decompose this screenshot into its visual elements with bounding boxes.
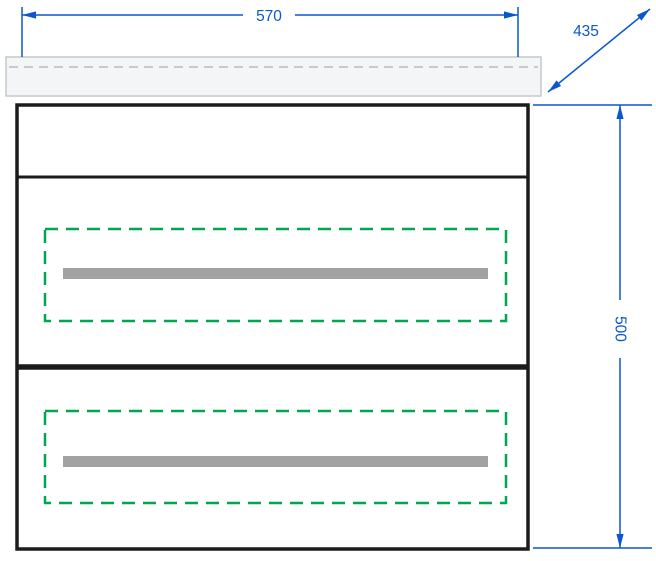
countertop-slab (5, 56, 542, 97)
drawer-handle-bottom (63, 456, 488, 467)
width-dimension-label: 570 (256, 8, 282, 25)
height-label-mask (610, 300, 630, 358)
countertop (5, 56, 542, 97)
drawer-bottom (43, 409, 508, 505)
height-dimension-label: 500 (612, 316, 629, 342)
height-dimension: 500 (533, 104, 652, 549)
drawer-top (43, 227, 508, 323)
cabinet-body (15, 103, 530, 551)
width-dimension: 570 (21, 5, 519, 57)
drawer-inner-outline-bottom (43, 409, 508, 505)
drawer-inner-outline-top (43, 227, 508, 323)
cabinet-outline (15, 103, 530, 551)
width-label-mask (243, 5, 295, 24)
depth-dimension: 435 (547, 8, 651, 93)
drawer-handle-top (63, 268, 488, 279)
depth-dimension-label: 435 (573, 23, 599, 40)
depth-dimension-line (547, 8, 651, 93)
